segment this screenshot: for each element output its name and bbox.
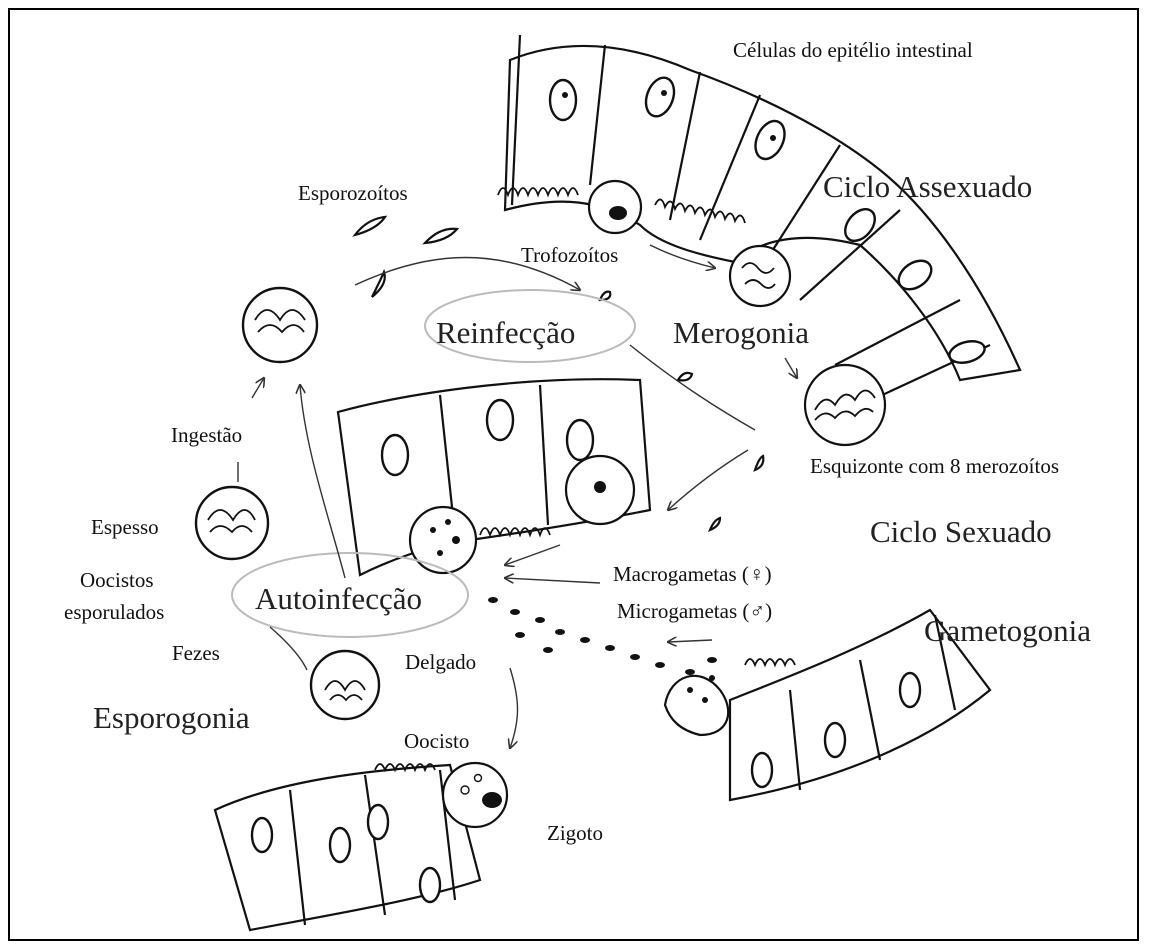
label-trophozoites: Trofozoítos — [521, 243, 618, 267]
label-asexual-cycle: Ciclo Assexuado — [823, 169, 1032, 204]
cell-nucleus — [382, 435, 408, 475]
cell-nucleus — [900, 673, 920, 707]
label-feces: Fezes — [172, 641, 220, 665]
sporozoite — [355, 217, 385, 235]
cell-nucleus — [752, 753, 772, 787]
label-epithelium: Células do epitélio intestinal — [733, 38, 973, 62]
schizont — [805, 365, 885, 445]
epithelium-middle — [338, 379, 650, 575]
label-sporulated-oocysts-2: esporulados — [64, 600, 164, 624]
cell-nucleus — [825, 723, 845, 757]
arrow — [785, 358, 797, 378]
microvilli — [745, 659, 795, 665]
label-macrogametes: Macrogametas (♀) — [613, 562, 772, 586]
label-sporogony: Esporogonia — [93, 700, 250, 735]
arrow — [630, 345, 755, 430]
label-autoinfection: Autoinfecção — [255, 581, 422, 616]
label-sexual-cycle: Ciclo Sexuado — [870, 514, 1052, 549]
arrow — [668, 450, 748, 510]
label-gametogony: Gametogonia — [924, 613, 1091, 648]
microvilli — [375, 764, 435, 770]
label-thick: Espesso — [91, 515, 159, 539]
cell-nucleus — [368, 805, 388, 839]
merozoite — [678, 373, 692, 381]
cell-nucleus — [252, 818, 272, 852]
label-oocyst: Oocisto — [404, 729, 469, 753]
microgamont — [410, 507, 476, 573]
cell-nucleus — [567, 420, 593, 460]
oocyst-in-cell — [311, 651, 379, 719]
label-schizont: Esquizonte com 8 merozoítos — [810, 454, 1059, 478]
label-sporulated-oocysts-1: Oocistos — [80, 568, 154, 592]
cell-nucleus — [487, 400, 513, 440]
arrow — [510, 668, 518, 748]
burst-microgamont — [665, 676, 728, 735]
arrow — [505, 545, 560, 565]
cell-nucleus — [330, 828, 350, 862]
epithelium-bottom-left — [215, 651, 507, 930]
sporozoite — [425, 229, 457, 243]
merozoite — [755, 456, 763, 470]
label-sporozoites: Esporozoítos — [298, 181, 408, 205]
arrow — [668, 640, 712, 642]
label-reinfection: Reinfecção — [436, 315, 575, 350]
cell-nucleus — [420, 868, 440, 902]
thick-sporulated-oocyst — [196, 487, 268, 559]
label-small-intestine: Delgado — [405, 650, 476, 674]
label-merogony: Merogonia — [673, 315, 809, 350]
meront — [730, 246, 790, 306]
sporulated-oocyst-ingested — [243, 288, 317, 362]
label-zygote: Zigoto — [547, 821, 603, 845]
arrow — [252, 378, 264, 398]
arrow — [505, 578, 600, 583]
cell-nucleus — [550, 80, 576, 120]
label-microgametes: Microgametas (♂) — [617, 599, 772, 623]
merozoite — [710, 518, 720, 530]
label-ingestion: Ingestão — [171, 423, 242, 447]
